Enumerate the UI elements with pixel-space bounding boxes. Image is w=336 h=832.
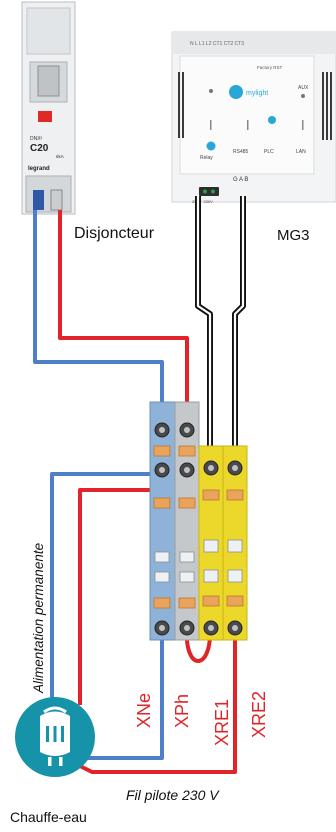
water-heater-label: Chauffe-eau bbox=[10, 809, 87, 825]
breaker-phase-terminal bbox=[50, 189, 63, 211]
module-plc-label: PLC bbox=[264, 149, 274, 155]
neutral-wire-breaker bbox=[33, 210, 164, 428]
module-power-connector bbox=[199, 187, 219, 196]
module-rs485-label: RS485 bbox=[233, 149, 249, 155]
neutral-wire-xne bbox=[82, 628, 164, 760]
label-xre2: XRE2 bbox=[249, 691, 269, 738]
breaker-model: DNX³ bbox=[30, 136, 43, 142]
label-xph: XPh bbox=[172, 694, 192, 728]
module-factory-reset: Factory RST bbox=[257, 65, 283, 70]
neutral-wire-heater bbox=[50, 472, 162, 700]
terminal-block bbox=[149, 401, 248, 641]
phase-wire-breaker bbox=[58, 210, 189, 428]
module-top-terminals: N L L1 L2 CT1 CT2 CT3 bbox=[190, 41, 244, 47]
module-bottom-terminals: G A B bbox=[233, 177, 248, 183]
plc-led bbox=[268, 116, 276, 124]
module-power-rating: 20A ~ 230V bbox=[192, 199, 213, 204]
breaker-brand: legrand bbox=[28, 166, 50, 172]
breaker-rating: C20 bbox=[30, 143, 49, 154]
water-heater-icon bbox=[15, 697, 95, 777]
mylight-logo-icon bbox=[229, 85, 243, 99]
pilot-wire bbox=[71, 628, 237, 774]
relay-wire-1 bbox=[195, 196, 213, 468]
relay-led bbox=[206, 141, 216, 151]
pilot-wire-label: Fil pilote 230 V bbox=[126, 787, 220, 803]
breaker-device: DNX³ C20 6kA legrand bbox=[21, 1, 76, 215]
label-xre1: XRE1 bbox=[212, 699, 232, 746]
breaker-breaking-capacity: 6kA bbox=[56, 154, 64, 159]
breaker-toggle-indicator bbox=[38, 111, 52, 122]
module-relay-label: Relay bbox=[200, 155, 213, 161]
breaker-neutral-terminal bbox=[33, 190, 44, 210]
module-brand: mylight bbox=[246, 90, 268, 97]
module-label: MG3 bbox=[277, 227, 310, 244]
module-lan-label: LAN bbox=[296, 149, 306, 155]
label-xne: XNe bbox=[134, 693, 154, 728]
breaker-label: Disjoncteur bbox=[74, 225, 155, 242]
module-aux-label: AUX bbox=[298, 85, 309, 91]
mg3-module: N L L1 L2 CT1 CT2 CT3 Factory RST myligh… bbox=[171, 31, 336, 204]
relay-wire-2 bbox=[232, 196, 246, 468]
permanent-supply-label: Alimentation permanente bbox=[31, 543, 46, 694]
